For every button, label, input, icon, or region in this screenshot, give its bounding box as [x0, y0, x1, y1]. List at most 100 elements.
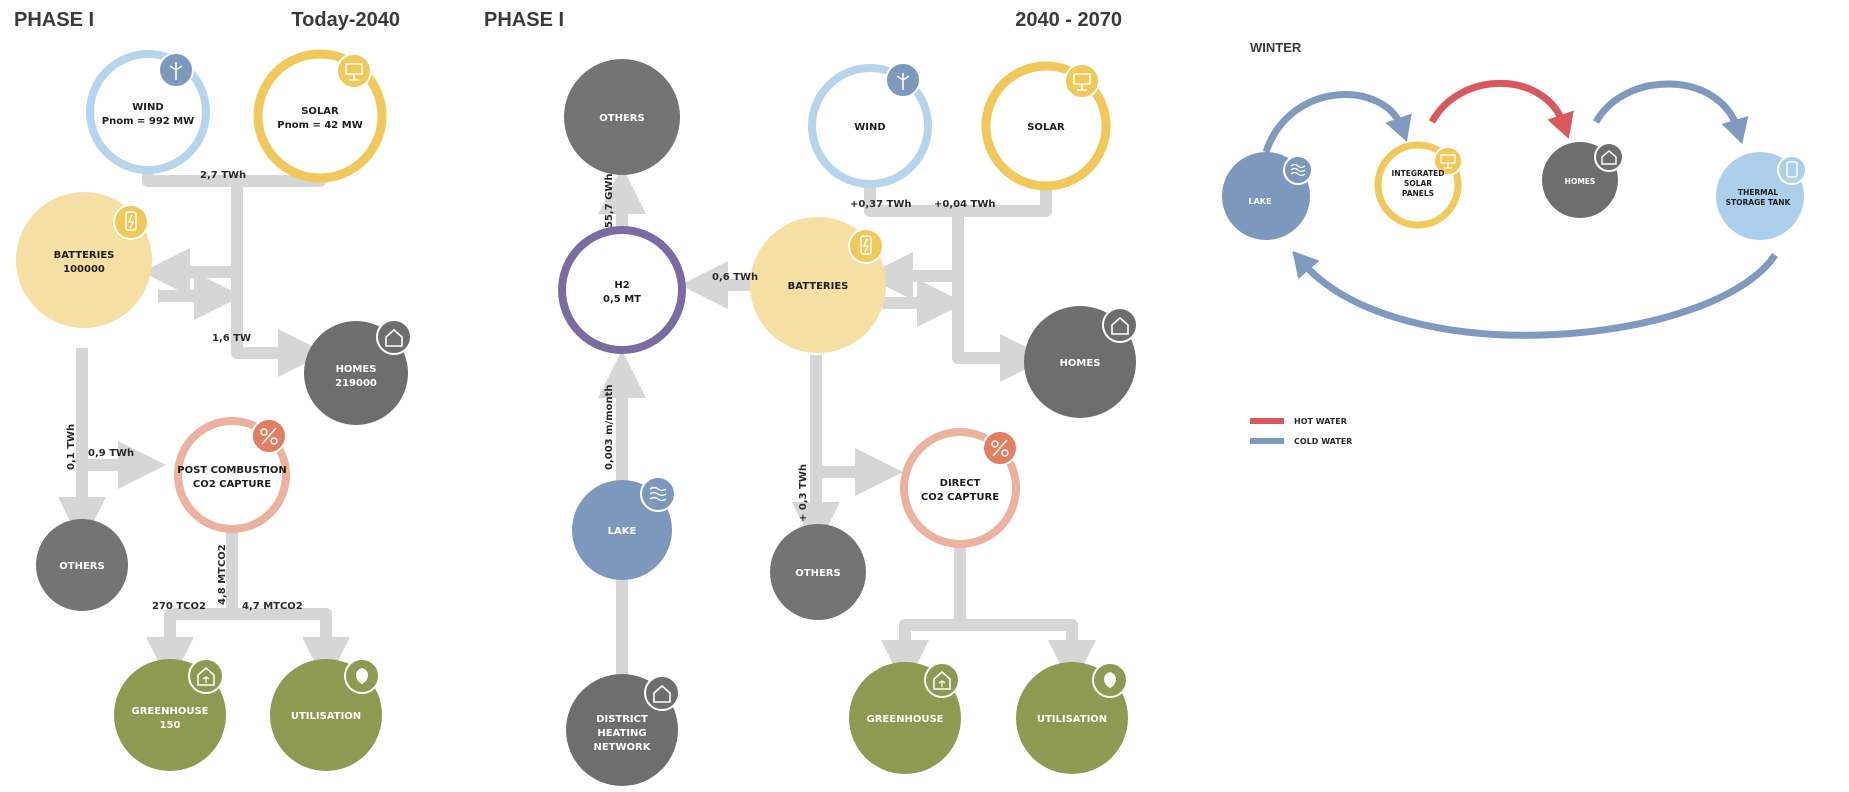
wind-turbine-icon — [885, 62, 921, 98]
p1-greenhouse-node: GREENHOUSE 150 — [114, 658, 226, 771]
p2-others-label: OTHERS — [795, 568, 840, 579]
wind-turbine-icon — [158, 52, 194, 88]
p1-co2-label-2: CO2 CAPTURE — [193, 479, 271, 490]
waves-icon — [640, 476, 676, 512]
house-icon — [376, 319, 412, 355]
hot-water-arrow-solar-to-homes — [1428, 79, 1574, 139]
solar-panel-icon — [1433, 146, 1463, 176]
p1-others-label: OTHERS — [59, 561, 104, 572]
p2-co2-label-2: CO2 CAPTURE — [921, 492, 999, 503]
greenhouse-icon — [924, 662, 960, 698]
p1-flow-others: 0,1 TWh — [66, 424, 77, 470]
house-icon — [1102, 307, 1138, 343]
p3-solar-label-3: PANELS — [1402, 189, 1434, 198]
p2-h2-amount: 0,5 MT — [603, 294, 641, 305]
p3-thermal-node: THERMAL STORAGE TANK — [1716, 152, 1807, 240]
p1-greenhouse-label: GREENHOUSE — [132, 706, 209, 717]
p3-title: WINTER — [1250, 40, 1302, 55]
p3-solar-label-1: INTEGRATED — [1392, 169, 1445, 178]
p2-homes-label: HOMES — [1060, 358, 1101, 369]
pipe-wind-down-2 — [864, 185, 958, 217]
leaf-icon — [344, 658, 380, 694]
p2-others-top-label: OTHERS — [599, 113, 644, 124]
pipe-main-trunk-2 — [952, 211, 1048, 382]
p2-greenhouse-label: GREENHOUSE — [867, 714, 944, 725]
p2-flow-others: + 0,3 TWh — [798, 464, 809, 522]
house-icon — [644, 675, 680, 711]
p1-solar-node: SOLAR Pnom = 42 MW — [253, 49, 387, 183]
p1-wind-label: WIND — [132, 102, 163, 113]
p3-solar-node: INTEGRATED SOLAR PANELS — [1374, 141, 1463, 229]
p2-h2-node: H2 0,5 MT — [558, 226, 686, 354]
p2-greenhouse-node: GREENHOUSE — [849, 662, 961, 774]
p1-period: Today-2040 — [291, 9, 400, 31]
solar-panel-icon — [1064, 63, 1100, 99]
waves-icon — [1283, 155, 1313, 185]
p2-batteries-label: BATTERIES — [788, 281, 849, 292]
p1-others-node: OTHERS — [36, 519, 128, 611]
p1-co2-node: POST COMBUSTION CO2 CAPTURE — [174, 417, 290, 533]
legend-cold-label: COLD WATER — [1294, 437, 1352, 446]
p1-batteries-label: BATTERIES — [54, 250, 115, 261]
legend-hot-swatch — [1250, 418, 1284, 424]
p2-title: PHASE I — [484, 9, 564, 31]
p1-solar-capacity: Pnom = 42 MW — [277, 120, 362, 131]
p1-flow-co2: 0,9 TWh — [88, 448, 134, 459]
p1-wind-node: WIND Pnom = 992 MW — [86, 50, 210, 174]
p2-others-top-node: OTHERS — [564, 59, 680, 175]
p2-flow-h2-others: 55,7 GWh — [604, 173, 615, 228]
p2-flow-batteries-h2: 0,6 TWh — [712, 272, 758, 283]
p1-homes-count: 219000 — [335, 378, 377, 389]
p2-utilisation-node: UTILISATION — [1016, 662, 1128, 774]
cold-water-arrow-homes-to-tank — [1592, 80, 1749, 145]
co2-capture-icon — [251, 418, 287, 454]
p2-district-label-2: HEATING — [597, 728, 646, 739]
p3-homes-node: HOMES — [1542, 142, 1624, 218]
co2-capture-icon — [982, 430, 1018, 466]
legend-cold-swatch — [1250, 438, 1284, 444]
pipe-co2-split — [164, 608, 332, 660]
p1-flow-utilisation: 4,7 MTCO2 — [242, 601, 303, 612]
p2-flow-wind: +0,37 TWh — [850, 199, 912, 210]
p1-homes-node: HOMES 219000 — [304, 319, 412, 425]
greenhouse-icon — [188, 658, 224, 694]
tank-icon — [1777, 155, 1807, 185]
p2-co2-node: DIRECT CO2 CAPTURE — [900, 428, 1020, 548]
p2-h2-label: H2 — [614, 280, 629, 291]
p2-co2-label-1: DIRECT — [940, 478, 981, 489]
p1-batteries-count: 100000 — [63, 264, 105, 275]
house-icon — [1594, 142, 1624, 172]
p2-solar-label: SOLAR — [1027, 122, 1065, 133]
p1-homes-label: HOMES — [336, 364, 377, 375]
p3-homes-label: HOMES — [1565, 177, 1596, 186]
p1-utilisation-node: UTILISATION — [270, 658, 382, 771]
p1-greenhouse-count: 150 — [160, 720, 181, 731]
p2-wind-label: WIND — [854, 122, 885, 133]
legend-hot-label: HOT WATER — [1294, 417, 1347, 426]
leaf-icon — [1092, 662, 1128, 698]
p2-flow-solar: +0,04 TWh — [934, 199, 996, 210]
p2-others-node: OTHERS — [770, 524, 866, 620]
p2-homes-node: HOMES — [1024, 306, 1138, 418]
p2-district-node: DISTRICT HEATING NETWORK — [566, 674, 680, 786]
pipe-solar-down-2 — [958, 185, 1052, 217]
p1-batteries-node: BATTERIES 100000 — [16, 192, 152, 328]
p3-thermal-label-2: STORAGE TANK — [1726, 198, 1792, 207]
p3-lake-label: LAKE — [1249, 197, 1272, 206]
p1-co2-label-1: POST COMBUSTION — [177, 465, 286, 476]
pipe-main-trunk — [231, 181, 326, 377]
panel3-arrows — [1262, 79, 1778, 339]
p1-wind-capacity: Pnom = 992 MW — [102, 116, 194, 127]
p3-lake-node: LAKE — [1222, 152, 1313, 240]
solar-panel-icon — [336, 53, 372, 89]
p2-district-label-3: NETWORK — [593, 742, 651, 753]
p1-solar-label: SOLAR — [301, 106, 339, 117]
legend: HOT WATER COLD WATER — [1250, 417, 1352, 446]
p1-flow-renewables: 2,7 TWh — [200, 170, 246, 181]
p2-period: 2040 - 2070 — [1015, 9, 1122, 31]
p2-wind-node: WIND — [808, 62, 932, 188]
p2-solar-node: SOLAR — [981, 61, 1111, 191]
cold-water-arrow-tank-to-lake — [1292, 250, 1778, 339]
p3-thermal-label-1: THERMAL — [1738, 188, 1779, 197]
cold-water-arrow-lake-to-solar — [1262, 91, 1412, 154]
